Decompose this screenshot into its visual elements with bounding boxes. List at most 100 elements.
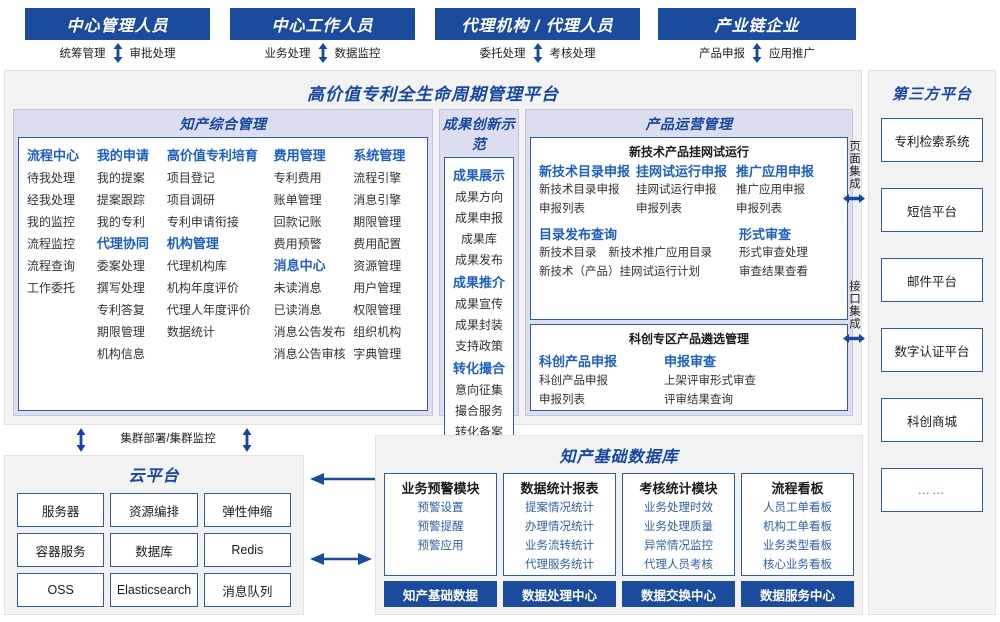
- menu-item[interactable]: 权限管理: [353, 303, 402, 317]
- menu-item[interactable]: 消息引擎: [353, 193, 402, 207]
- menu-item[interactable]: 撮合服务: [454, 404, 503, 418]
- menu-head[interactable]: 我的申请: [96, 148, 149, 163]
- menu-item[interactable]: 代理机构库: [166, 259, 227, 273]
- db-card-item[interactable]: 预警应用: [417, 540, 464, 552]
- menu-item[interactable]: 流程监控: [27, 237, 76, 251]
- menu-item[interactable]: 成果申报: [454, 211, 503, 225]
- menu-item[interactable]: 经我处理: [27, 193, 76, 207]
- menu-item[interactable]: 成果库: [460, 232, 497, 246]
- menu-item[interactable]: 项目登记: [166, 171, 215, 185]
- menu-item[interactable]: 新技术目录: [539, 247, 597, 259]
- menu-item[interactable]: 我的专利: [96, 215, 145, 229]
- menu-head[interactable]: 消息中心: [273, 258, 326, 273]
- menu-item[interactable]: 用户管理: [353, 281, 402, 295]
- menu-item[interactable]: 撰写处理: [96, 281, 145, 295]
- menu-item[interactable]: 意向征集: [454, 383, 503, 397]
- menu-item[interactable]: 成果封装: [454, 318, 503, 332]
- cloud-cell-container[interactable]: 容器服务: [17, 533, 105, 567]
- menu-item[interactable]: 账单管理: [273, 193, 322, 207]
- db-card-item[interactable]: 机构工单看板: [763, 521, 832, 533]
- menu-item[interactable]: 新技术推广应用目录: [608, 247, 713, 259]
- menu-item[interactable]: 消息公告发布: [273, 325, 346, 339]
- menu-item[interactable]: 申报列表: [636, 203, 682, 215]
- db-card-item[interactable]: 异常情况监控: [644, 540, 713, 552]
- cloud-cell-elasticsearch[interactable]: Elasticsearch: [110, 573, 198, 607]
- third-party-item-digital-cert[interactable]: 数字认证平台: [881, 328, 983, 372]
- db-card-item[interactable]: 业务类型看板: [763, 540, 832, 552]
- menu-head[interactable]: 代理协同: [96, 236, 149, 251]
- menu-item[interactable]: 专利答复: [96, 303, 145, 317]
- db-footer-badge[interactable]: 数据服务中心: [741, 581, 854, 607]
- menu-item[interactable]: 成果宣传: [454, 297, 503, 311]
- menu-head[interactable]: 推广应用申报: [736, 164, 815, 179]
- db-card-item[interactable]: 业务处理质量: [644, 521, 713, 533]
- db-card-item[interactable]: 人员工单看板: [763, 502, 832, 514]
- cloud-cell-orchestration[interactable]: 资源编排: [110, 493, 198, 527]
- menu-item[interactable]: 回款记账: [273, 215, 322, 229]
- menu-item[interactable]: 我的提案: [96, 171, 145, 185]
- menu-item[interactable]: 新技术（产品）挂网试运行计划: [539, 266, 700, 278]
- menu-item[interactable]: 期限管理: [96, 325, 145, 339]
- db-footer-badge[interactable]: 数据处理中心: [503, 581, 616, 607]
- menu-item[interactable]: 评审结果查询: [664, 394, 733, 406]
- db-footer-badge[interactable]: 知产基础数据: [384, 581, 497, 607]
- menu-item[interactable]: 上架评审形式审查: [664, 375, 756, 387]
- menu-item[interactable]: 新技术目录申报: [539, 184, 620, 196]
- menu-head[interactable]: 费用管理: [273, 148, 326, 163]
- menu-item[interactable]: 未读消息: [273, 281, 322, 295]
- menu-head[interactable]: 系统管理: [353, 148, 406, 163]
- third-party-item-sms[interactable]: 短信平台: [881, 188, 983, 232]
- menu-head[interactable]: 科创产品申报: [539, 354, 618, 369]
- cloud-cell-autoscaling[interactable]: 弹性伸缩: [203, 493, 291, 527]
- menu-item[interactable]: 已读消息: [273, 303, 322, 317]
- menu-item[interactable]: 推广应用申报: [736, 184, 805, 196]
- db-card-item[interactable]: 业务处理时效: [644, 502, 713, 514]
- menu-item[interactable]: 资源管理: [353, 259, 402, 273]
- db-card-item[interactable]: 代理人员考核: [644, 559, 713, 571]
- menu-head[interactable]: 申报审查: [664, 354, 717, 369]
- menu-item[interactable]: 机构年度评价: [166, 281, 239, 295]
- menu-item[interactable]: 申报列表: [539, 203, 585, 215]
- menu-item[interactable]: 机构信息: [96, 347, 145, 361]
- db-card-item[interactable]: 业务流转统计: [525, 540, 594, 552]
- menu-item[interactable]: 流程引擎: [353, 171, 402, 185]
- menu-item[interactable]: 组织机构: [353, 325, 402, 339]
- menu-item[interactable]: 申报列表: [539, 394, 585, 406]
- menu-head[interactable]: 机构管理: [166, 236, 219, 251]
- third-party-item-more[interactable]: ……: [881, 468, 983, 512]
- menu-item[interactable]: 数据统计: [166, 325, 215, 339]
- cloud-cell-database[interactable]: 数据库: [110, 533, 198, 567]
- menu-head[interactable]: 流程中心: [27, 148, 80, 163]
- menu-head[interactable]: 成果推介: [452, 275, 505, 290]
- menu-item[interactable]: 费用配置: [353, 237, 402, 251]
- db-footer-badge[interactable]: 数据交换中心: [622, 581, 735, 607]
- cloud-cell-redis[interactable]: Redis: [203, 533, 291, 567]
- menu-head[interactable]: 挂网试运行申报: [636, 164, 728, 179]
- cloud-cell-server[interactable]: 服务器: [17, 493, 105, 527]
- menu-item[interactable]: 费用预警: [273, 237, 322, 251]
- menu-item[interactable]: 支持政策: [454, 339, 503, 353]
- menu-item[interactable]: 科创产品申报: [539, 375, 608, 387]
- menu-item[interactable]: 成果方向: [454, 190, 503, 204]
- menu-head[interactable]: 形式审查: [739, 227, 792, 242]
- menu-head[interactable]: 成果展示: [452, 168, 505, 183]
- cloud-cell-oss[interactable]: OSS: [17, 573, 105, 607]
- menu-item[interactable]: 委案处理: [96, 259, 145, 273]
- menu-item[interactable]: 申报列表: [736, 203, 782, 215]
- menu-item[interactable]: 审查结果查看: [739, 266, 808, 278]
- third-party-item-patent-search[interactable]: 专利检索系统: [881, 118, 983, 162]
- db-card-item[interactable]: 核心业务看板: [763, 559, 832, 571]
- menu-item[interactable]: 成果发布: [454, 253, 503, 267]
- db-card-item[interactable]: 预警设置: [417, 502, 464, 514]
- db-card-item[interactable]: 提案情况统计: [525, 502, 594, 514]
- menu-head[interactable]: 目录发布查询: [539, 227, 618, 242]
- db-card-item[interactable]: 预警提醒: [417, 521, 464, 533]
- menu-item[interactable]: 专利申请衔接: [166, 215, 239, 229]
- menu-item[interactable]: 消息公告审核: [273, 347, 346, 361]
- menu-head[interactable]: 高价值专利培育: [166, 148, 258, 163]
- menu-item[interactable]: 工作委托: [27, 281, 76, 295]
- menu-item[interactable]: 我的监控: [27, 215, 76, 229]
- menu-item[interactable]: 字典管理: [353, 347, 402, 361]
- menu-item[interactable]: 挂网试运行申报: [636, 184, 717, 196]
- menu-head[interactable]: 新技术目录申报: [539, 164, 631, 179]
